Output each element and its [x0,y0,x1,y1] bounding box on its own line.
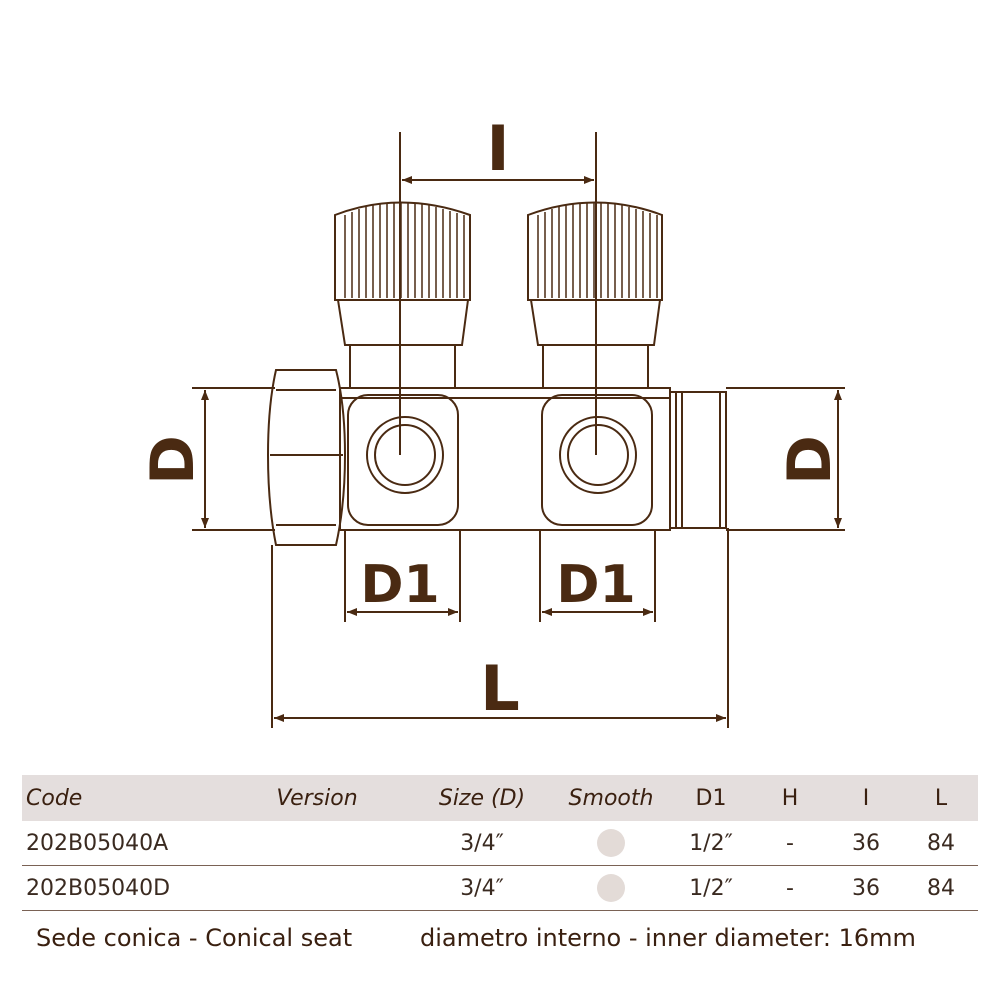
header-d1: D1 [670,775,752,821]
dimension-label-d1-left: D1 [360,555,439,615]
dimension-d-left [192,387,275,531]
header-smooth: Smooth [552,775,670,821]
dimension-l [271,528,729,728]
dimension-label-i: I [486,112,509,185]
dimension-i [399,132,597,455]
threaded-end-right [669,391,727,529]
note-seat: Sede conica - Conical seat [36,924,353,952]
cell-code: 202B05040A [22,821,222,866]
smooth-indicator-icon [597,874,625,902]
dimension-label-l: L [480,652,520,725]
cell-version [222,865,412,911]
cell-i: 36 [828,865,904,911]
valve-right [527,201,663,526]
cell-i: 36 [828,821,904,866]
dimension-label-d-left: D [138,435,208,485]
table-row: 202B05040A 3/4″ 1/2″ - 36 84 [22,821,978,866]
valve-left [334,201,471,526]
table-row: 202B05040D 3/4″ 1/2″ - 36 84 [22,865,978,911]
dimension-label-d-right: D [775,435,845,485]
dimension-d1-right [539,530,656,622]
cell-size: 3/4″ [412,821,552,866]
header-h: H [752,775,828,821]
cell-h: - [752,821,828,866]
header-size: Size (D) [412,775,552,821]
cell-h: - [752,865,828,911]
cell-l: 84 [904,865,978,911]
cell-size: 3/4″ [412,865,552,911]
cell-smooth [552,821,670,866]
table-header-row: Code Version Size (D) Smooth D1 H I L [22,775,978,821]
cell-smooth [552,865,670,911]
cell-d1: 1/2″ [670,821,752,866]
cell-code: 202B05040D [22,865,222,911]
header-i: I [828,775,904,821]
manifold-body [339,387,671,531]
header-version: Version [222,775,412,821]
cell-l: 84 [904,821,978,866]
cell-d1: 1/2″ [670,865,752,911]
smooth-indicator-icon [597,829,625,857]
footnotes: Sede conica - Conical seat diametro inte… [36,924,966,960]
dimension-d-right [726,387,845,531]
header-code: Code [22,775,222,821]
dimension-label-d1-right: D1 [556,555,635,615]
spec-table: Code Version Size (D) Smooth D1 H I L 20… [22,775,978,911]
manifold-technical-drawing: I D D D1 D1 L [138,112,845,728]
dimension-d1-left [344,530,461,622]
note-diameter: diametro interno - inner diameter: 16mm [420,924,916,952]
cell-version [222,821,412,866]
header-l: L [904,775,978,821]
hex-nut-left [266,369,347,546]
